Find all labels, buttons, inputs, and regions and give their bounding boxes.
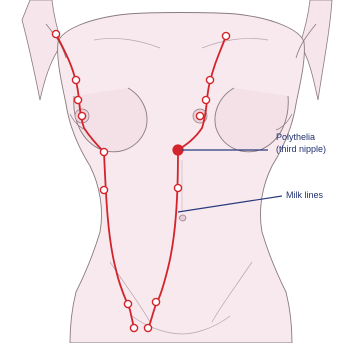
milk-lines-label: Milk lines: [286, 190, 324, 200]
point-left-7: [124, 300, 131, 307]
point-right-7: [152, 298, 159, 305]
torso: [58, 13, 305, 343]
point-left-4: [78, 112, 85, 119]
polythelia-point: [173, 145, 183, 155]
polythelia-sublabel: (third nipple): [276, 144, 326, 154]
left-arm: [22, 0, 62, 100]
point-right-4: [196, 112, 203, 119]
point-right-3: [202, 96, 209, 103]
point-right-8: [144, 324, 151, 331]
polythelia-label: Polythelia: [276, 132, 315, 142]
point-right-6: [174, 184, 181, 191]
point-left-6: [100, 186, 107, 193]
point-left-8: [130, 324, 137, 331]
point-left-5: [100, 148, 107, 155]
navel: [179, 215, 186, 221]
point-left-2: [72, 76, 79, 83]
point-left-1: [52, 30, 59, 37]
point-right-1: [222, 32, 229, 39]
point-right-2: [206, 76, 213, 83]
point-left-3: [74, 96, 81, 103]
